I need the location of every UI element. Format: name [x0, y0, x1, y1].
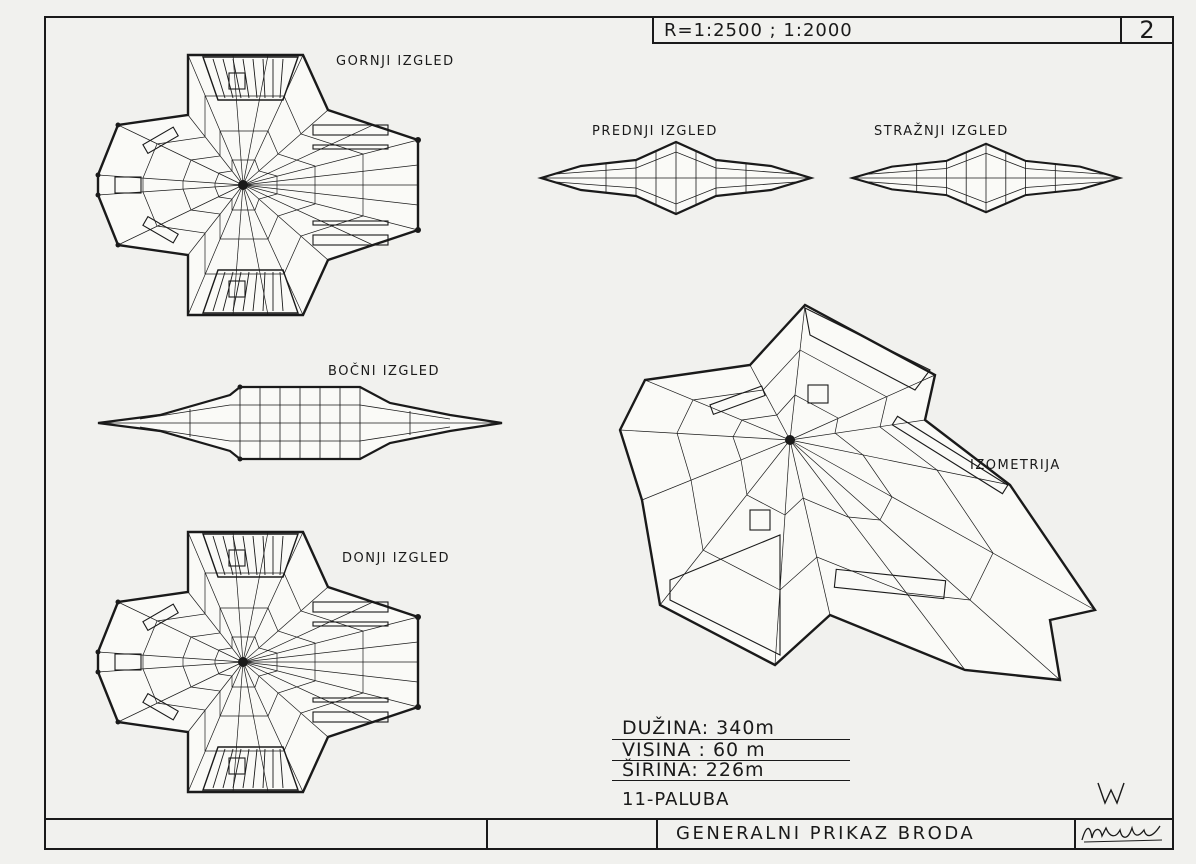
- spec-underline: [612, 739, 850, 740]
- spec-height: VISINA : 60 m: [622, 739, 766, 761]
- spec-underline: [612, 760, 850, 761]
- view-label-bottom: DONJI IZGLED: [342, 551, 451, 566]
- title-block-cell-blank-2: [488, 820, 658, 848]
- view-label-isometric: IZOMETRIJA: [970, 458, 1061, 473]
- signature: [1081, 825, 1163, 843]
- view-label-side: BOČNI IZGLED: [328, 364, 440, 379]
- spec-underline: [612, 780, 850, 781]
- view-label-rear: STRAŽNJI IZGLED: [874, 124, 1009, 139]
- title-block-cell-blank: [46, 820, 488, 848]
- sheet-number: 2: [1120, 18, 1172, 44]
- drawing-sheet: R=1:2500 ; 1:2000 2 GENERALNI PRIKAZ BRO…: [44, 16, 1174, 850]
- spec-length: DUŽINA: 340m: [622, 717, 775, 739]
- title-block: GENERALNI PRIKAZ BRODA: [46, 818, 1172, 848]
- drawing-title: GENERALNI PRIKAZ BRODA: [658, 820, 1076, 848]
- view-label-front: PREDNJI IZGLED: [592, 124, 718, 139]
- monogram-mark: [1097, 782, 1125, 805]
- signature-cell: [1076, 820, 1172, 848]
- scale-label: R=1:2500 ; 1:2000: [652, 18, 1124, 44]
- view-label-top: GORNJI IZGLED: [336, 54, 455, 69]
- deck-count: 11-PALUBA: [622, 789, 730, 810]
- spec-width: ŠIRINA: 226m: [622, 759, 765, 781]
